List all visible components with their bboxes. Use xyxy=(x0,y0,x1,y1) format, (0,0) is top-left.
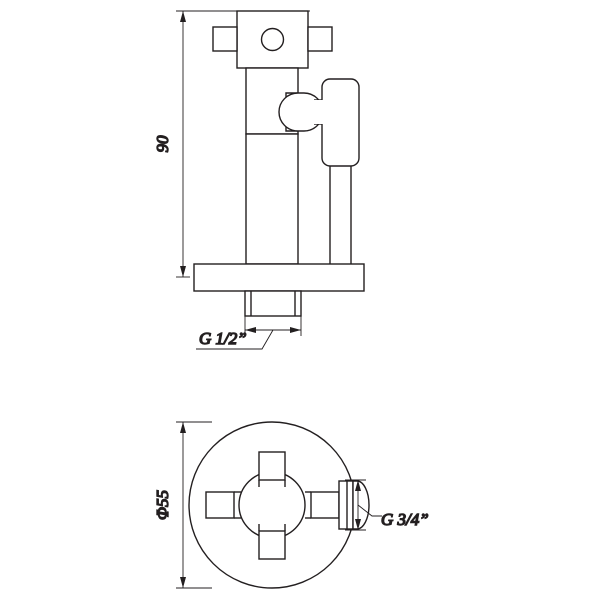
front-center-hole xyxy=(260,27,285,52)
leader-inlet-thread xyxy=(345,479,382,531)
top-view-group xyxy=(188,421,370,589)
dimension-height-90 xyxy=(176,10,310,278)
dimension-diameter xyxy=(176,421,212,589)
top-inlet-boss xyxy=(338,480,370,530)
front-outlet-stub xyxy=(244,290,302,317)
top-hub-circle xyxy=(238,471,306,539)
front-body xyxy=(245,133,299,265)
dimension-label-outlet-thread: G 1/2” xyxy=(199,329,247,348)
top-cross-arms xyxy=(205,451,340,560)
front-side-handle xyxy=(278,78,360,273)
front-valve-head xyxy=(212,10,333,69)
front-view-group xyxy=(193,10,365,317)
front-flange xyxy=(193,263,365,292)
leader-outlet-thread xyxy=(196,316,302,350)
dimension-label-inlet-thread: G 3/4” xyxy=(381,510,429,529)
dimension-label-diameter: Φ55 xyxy=(153,490,172,520)
dimension-label-height: 90 xyxy=(153,135,172,153)
